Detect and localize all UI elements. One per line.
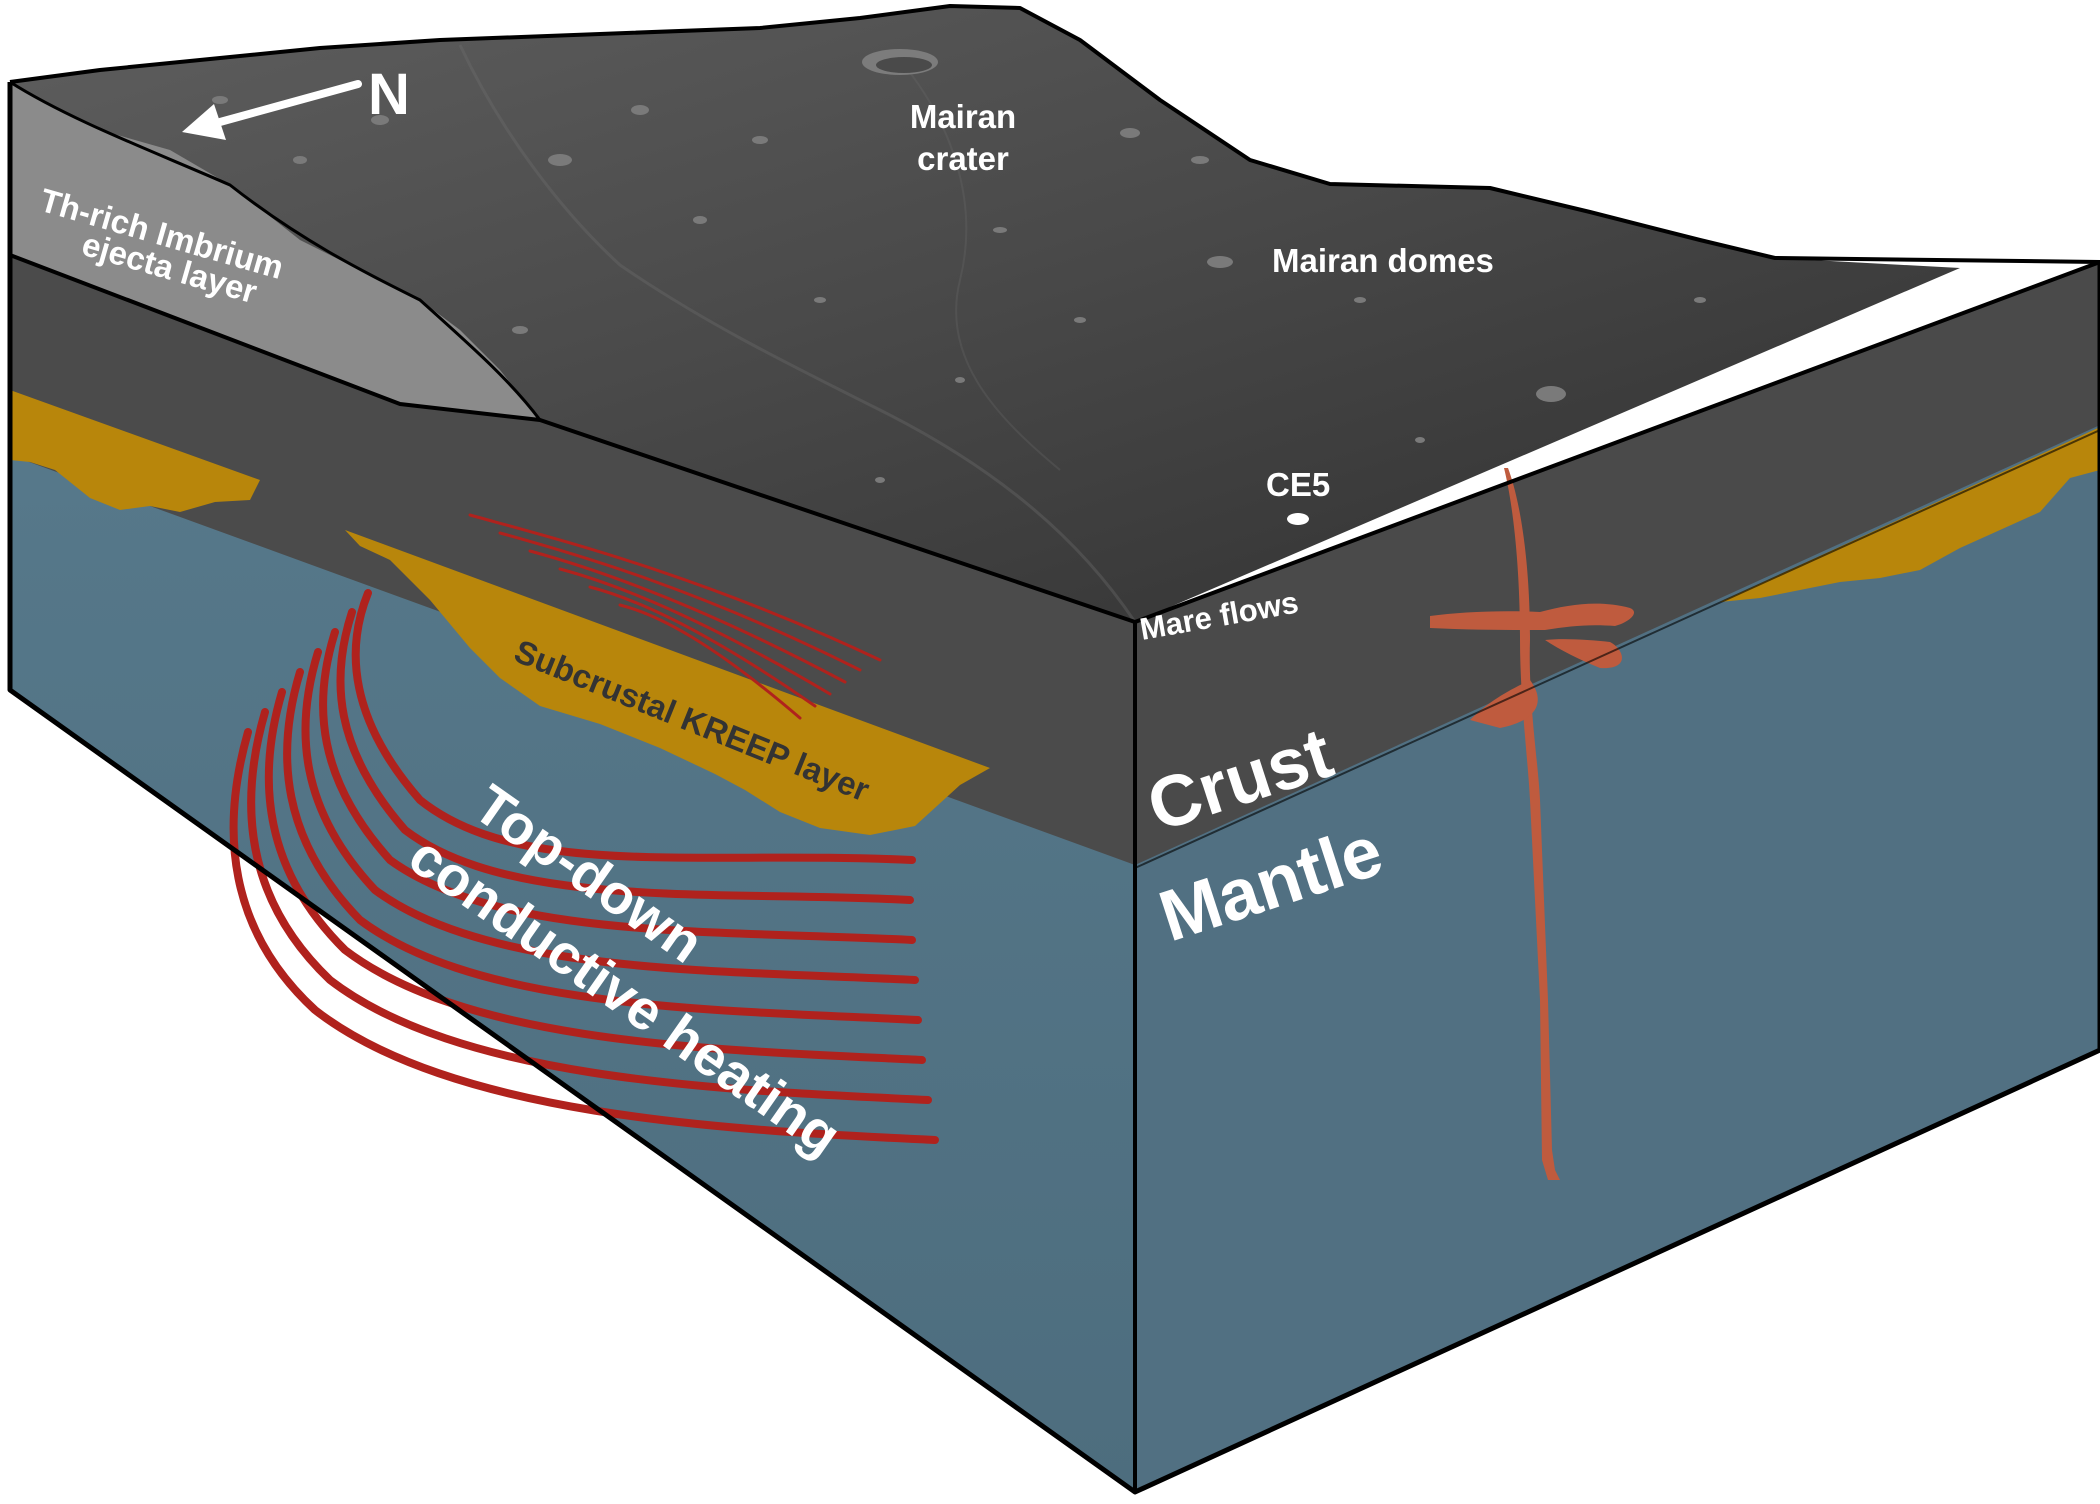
ce5-label: CE5 xyxy=(1266,466,1330,503)
wrinkle-ridge xyxy=(899,59,1061,471)
mairan-crater-label-line1: Mairan xyxy=(910,98,1016,135)
kreep-layer-side xyxy=(1720,427,2100,602)
ejecta-layer xyxy=(10,82,540,420)
wrinkle-ridge xyxy=(458,44,1137,623)
mairan-domes-label: Mairan domes xyxy=(1272,242,1494,279)
mairan-crater-label-line2: crater xyxy=(917,140,1009,177)
conductive-heating-arcs xyxy=(229,513,939,1144)
block-outline xyxy=(7,4,2100,1495)
north-label: N xyxy=(368,62,410,127)
crater-field xyxy=(212,96,1706,483)
arrow-head-icon xyxy=(182,104,226,140)
front-right-face xyxy=(1135,262,2100,1492)
mairan-crater xyxy=(862,49,938,75)
crust-layer-side xyxy=(1135,262,2100,868)
north-arrow: N xyxy=(182,62,410,140)
arrow-icon xyxy=(216,80,362,126)
ce5-landing-site-marker xyxy=(1287,513,1309,525)
mantle-layer-side xyxy=(1135,425,2100,1492)
kreep-layer-pocket xyxy=(10,390,260,512)
kreep-layer-main xyxy=(345,530,990,835)
